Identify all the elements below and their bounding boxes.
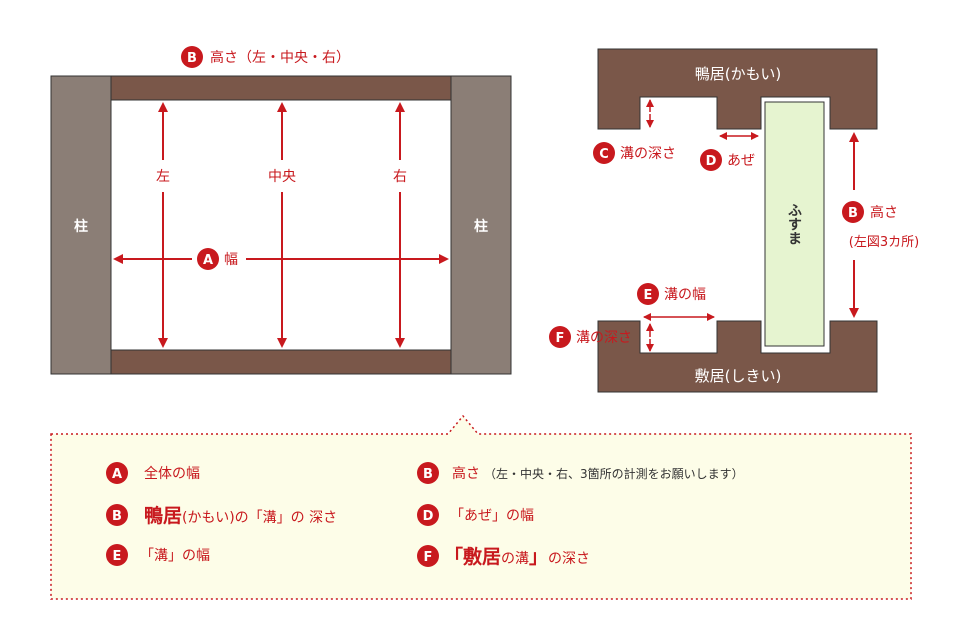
height-label-left: 左 bbox=[156, 169, 170, 185]
height-label-center: 中央 bbox=[268, 169, 296, 185]
badge-e-icon bbox=[106, 544, 128, 566]
badge-letter: A bbox=[112, 467, 122, 482]
pillar-right bbox=[450, 75, 512, 375]
badge-letter: B bbox=[187, 51, 197, 66]
notes-box: A 全体の幅 B 鴨居(かもい)の「溝」の 深さ E 「溝」の幅 B 高さ（左・… bbox=[50, 414, 912, 600]
badge-letter: A bbox=[203, 253, 213, 268]
pillar-left bbox=[50, 75, 112, 375]
badge-e-icon bbox=[637, 283, 659, 305]
badge-letter: F bbox=[556, 331, 565, 346]
badge-letter: D bbox=[706, 154, 717, 169]
pillar-left-label: 柱 bbox=[74, 218, 88, 235]
top-rail bbox=[110, 75, 452, 101]
badge-d-icon bbox=[417, 504, 439, 526]
right-diagram: 鴨居(かもい) 敷居(しきい) ふすま C 溝の深さ D あぜ B 高さ bbox=[549, 48, 919, 393]
bottom-rail bbox=[110, 349, 452, 375]
width-arrow: A 幅 bbox=[113, 248, 449, 270]
shikii-shape bbox=[597, 320, 878, 393]
note-text: 高さ（左・中央・右、3箇所の計測をお願いします） bbox=[452, 465, 744, 482]
note-e: E 「溝」の幅 bbox=[106, 544, 210, 566]
badge-f-icon bbox=[417, 545, 439, 567]
note-text: 「溝」の幅 bbox=[140, 548, 210, 564]
badge-c-icon bbox=[593, 142, 615, 164]
note-d: D 「あぜ」の幅 bbox=[417, 504, 534, 526]
kamoi-label: 鴨居(かもい) bbox=[695, 65, 781, 83]
label-d-text: あぜ bbox=[727, 153, 755, 169]
badge-f-icon bbox=[549, 326, 571, 348]
badge-letter: B bbox=[423, 467, 433, 482]
left-diagram: B 高さ（左・中央・右） 柱 柱 左 中央 右 bbox=[50, 46, 512, 375]
badge-letter: B bbox=[848, 206, 858, 221]
label-d: D あぜ bbox=[700, 149, 755, 171]
label-c: C 溝の深さ bbox=[593, 142, 676, 164]
badge-letter: C bbox=[599, 147, 609, 162]
note-f: F 「敷居の溝」の深さ bbox=[417, 545, 590, 568]
label-f-text: 溝の深さ bbox=[576, 330, 632, 346]
badge-letter: F bbox=[424, 550, 433, 565]
label-f: F 溝の深さ bbox=[549, 326, 632, 348]
note-text: 鴨居(かもい)の「溝」の 深さ bbox=[144, 504, 337, 527]
badge-letter: E bbox=[644, 288, 653, 303]
badge-b-icon bbox=[842, 201, 864, 223]
height-label-right: 右 bbox=[393, 169, 407, 185]
fusuma-panel bbox=[764, 101, 825, 347]
fusuma-label: ふすま bbox=[786, 203, 802, 245]
shikii-label: 敷居(しきい) bbox=[695, 367, 782, 385]
notes-callout bbox=[50, 414, 912, 600]
badge-letter: B bbox=[112, 509, 122, 524]
label-c-text: 溝の深さ bbox=[620, 146, 676, 162]
badge-d-icon bbox=[700, 149, 722, 171]
note-text: 「あぜ」の幅 bbox=[450, 508, 534, 524]
note-b: B 高さ（左・中央・右、3箇所の計測をお願いします） bbox=[417, 462, 744, 484]
width-label-text: 幅 bbox=[224, 252, 238, 268]
badge-c-icon bbox=[106, 504, 128, 526]
label-b-right: B 高さ (左図3カ所) bbox=[842, 201, 919, 250]
label-e-text: 溝の幅 bbox=[664, 287, 706, 303]
pillar-right-label: 柱 bbox=[474, 218, 488, 235]
label-b-text: 高さ bbox=[870, 204, 898, 221]
badge-a-icon bbox=[197, 248, 219, 270]
label-e: E 溝の幅 bbox=[637, 283, 706, 305]
badge-letter: E bbox=[113, 549, 122, 564]
badge-letter: D bbox=[423, 509, 434, 524]
badge-b-icon bbox=[181, 46, 203, 68]
badge-a-icon bbox=[106, 462, 128, 484]
top-height-text: 高さ（左・中央・右） bbox=[210, 49, 350, 66]
top-height-label: B 高さ（左・中央・右） bbox=[181, 46, 350, 68]
kamoi-shape bbox=[597, 48, 878, 130]
badge-b-icon bbox=[417, 462, 439, 484]
note-text: 全体の幅 bbox=[144, 465, 200, 482]
note-text: 「敷居の溝」の深さ bbox=[444, 545, 590, 568]
note-c: B 鴨居(かもい)の「溝」の 深さ bbox=[106, 504, 337, 527]
label-b-sub: (左図3カ所) bbox=[849, 235, 919, 250]
note-a: A 全体の幅 bbox=[106, 462, 200, 484]
